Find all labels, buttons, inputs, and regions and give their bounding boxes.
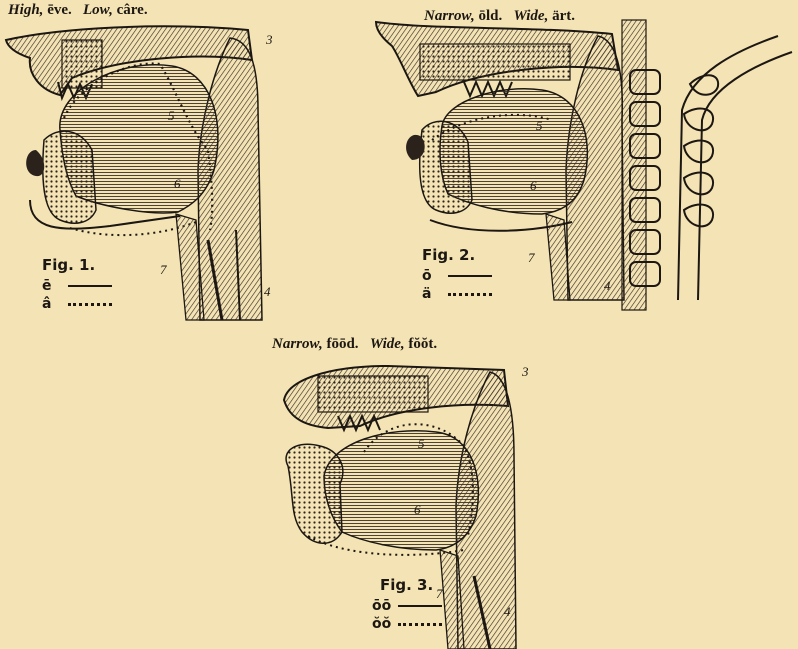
figure-3-caption: Narrow, fōōd. Wide, fŏŏt. [272, 336, 437, 353]
legend-symbol: ō [422, 268, 448, 284]
label-number: 5 [418, 436, 425, 452]
caption-word: ōld. [478, 8, 502, 24]
label-number: 6 [530, 178, 537, 194]
legend-row-solid: ōō [372, 598, 442, 614]
legend-row-dotted: ä [422, 286, 492, 302]
caption-label: Wide, [370, 336, 405, 352]
label-number: 7 [160, 262, 167, 278]
label-number: 6 [414, 502, 421, 518]
caption-label: Narrow, [424, 8, 475, 24]
figure-1: High, ēve. Low, câre. 3 5 6 7 4 Fig. 1. … [0, 0, 300, 330]
label-number: 3 [522, 364, 529, 380]
dotted-line-swatch [448, 293, 492, 296]
lower-jaw [43, 131, 96, 223]
dotted-line-swatch [68, 303, 112, 306]
legend-row-solid: ō [422, 268, 492, 284]
figure-3: Narrow, fōōd. Wide, fŏŏt. 3 5 6 7 4 Fig.… [268, 336, 538, 649]
label-number: 7 [528, 250, 535, 266]
caption-label: Low, [83, 2, 113, 18]
caption-label: Wide, [513, 8, 548, 24]
label-number: 4 [604, 278, 611, 294]
legend-symbol: ē [42, 278, 68, 294]
caption-label: Narrow, [272, 336, 323, 352]
label-number: 5 [536, 118, 543, 134]
legend-symbol: ŏŏ [372, 616, 398, 632]
legend-symbol: â [42, 296, 68, 312]
solid-line-swatch [448, 275, 492, 277]
caption-word: fōōd. [326, 336, 358, 352]
label-number: 4 [504, 604, 511, 620]
label-number: 6 [174, 176, 181, 192]
figure-2: Narrow, ōld. Wide, ärt. 5 6 7 4 Fig. 2. … [372, 0, 798, 330]
solid-line-swatch [398, 605, 442, 607]
legend-symbol: ä [422, 286, 448, 302]
caption-word: ēve. [47, 2, 72, 18]
label-number: 5 [168, 108, 175, 124]
caption-word: fŏŏt. [408, 336, 437, 352]
legend-row-solid: ē [42, 278, 112, 294]
legend-row-dotted: ŏŏ [372, 616, 442, 632]
figure-3-label: Fig. 3. [380, 576, 433, 594]
solid-line-swatch [68, 285, 112, 287]
figure-2-label: Fig. 2. [422, 246, 475, 264]
label-number: 4 [264, 284, 271, 300]
caption-word: ärt. [552, 8, 575, 24]
label-number: 3 [266, 32, 273, 48]
figure-1-label: Fig. 1. [42, 256, 95, 274]
figure-2-caption: Narrow, ōld. Wide, ärt. [424, 8, 575, 25]
dotted-line-swatch [398, 623, 442, 626]
spinal-cord-outline [678, 36, 792, 300]
figure-1-caption: High, ēve. Low, câre. [8, 2, 148, 19]
caption-label: High, [8, 2, 43, 18]
caption-word: câre. [117, 2, 148, 18]
legend-row-dotted: â [42, 296, 112, 312]
legend-symbol: ōō [372, 598, 398, 614]
